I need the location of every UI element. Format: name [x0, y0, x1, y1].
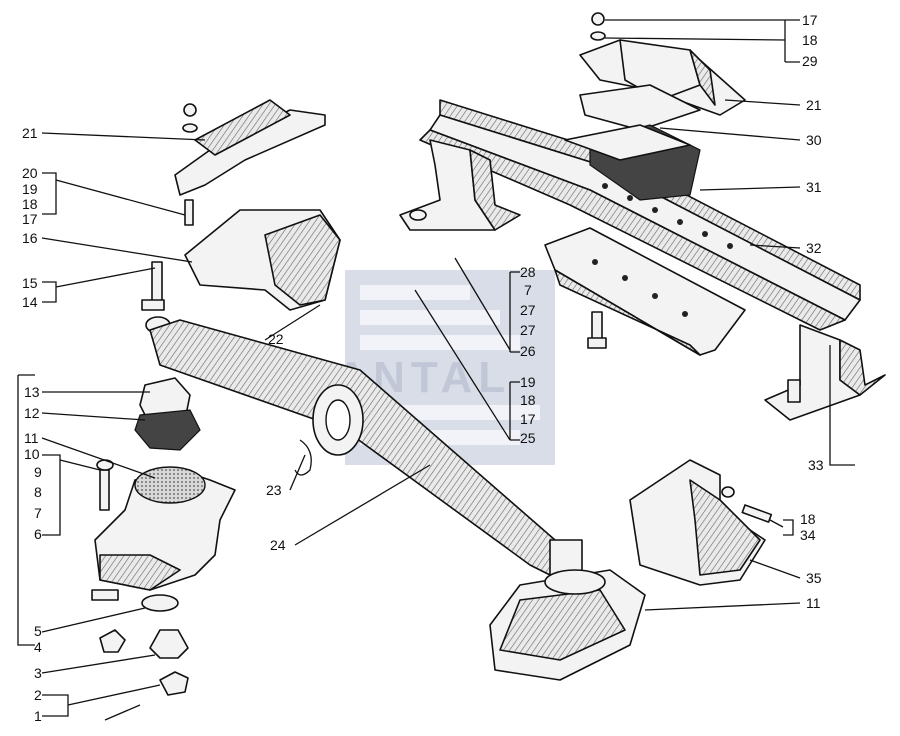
callout-19-left: 19 [22, 181, 38, 197]
callout-35: 35 [806, 570, 822, 586]
callout-17-mid: 17 [520, 411, 536, 427]
callout-17-left: 17 [22, 211, 38, 227]
callout-1: 1 [34, 708, 42, 724]
callout-7-left: 7 [34, 505, 42, 521]
callout-34: 34 [800, 527, 816, 543]
callout-22: 22 [268, 331, 284, 347]
callout-15: 15 [22, 275, 38, 291]
callout-18-right: 18 [802, 32, 818, 48]
callout-31: 31 [806, 179, 822, 195]
callout-32: 32 [806, 240, 822, 256]
callout-18-lower-right: 18 [800, 511, 816, 527]
callout-19-mid: 19 [520, 374, 536, 390]
callout-27-b: 27 [520, 322, 536, 338]
callout-9: 9 [34, 464, 42, 480]
callout-29: 29 [802, 53, 818, 69]
callout-24: 24 [270, 537, 286, 553]
bracket-35 [629, 459, 773, 586]
main-lever [149, 319, 583, 581]
left-mount-stack [91, 377, 236, 721]
callout-23: 23 [266, 482, 282, 498]
cross-member-frame [399, 99, 886, 421]
callout-26: 26 [520, 343, 536, 359]
callout-labels: 21 20 19 18 17 16 15 14 22 13 12 11 10 9… [22, 12, 824, 724]
callout-5: 5 [34, 623, 42, 639]
callout-6: 6 [34, 526, 42, 542]
callout-11-right: 11 [806, 595, 821, 611]
leader-lines [17, 19, 855, 717]
upper-mount-left [141, 99, 341, 334]
callout-18-left: 18 [22, 196, 38, 212]
callout-18-mid: 18 [520, 392, 536, 408]
callout-25: 25 [520, 430, 536, 446]
callout-12: 12 [24, 405, 40, 421]
callout-11-left: 11 [24, 430, 39, 446]
callout-20: 20 [22, 165, 38, 181]
callout-21-left: 21 [22, 125, 38, 141]
callout-21-right: 21 [806, 97, 822, 113]
support-plate [544, 227, 746, 356]
callout-13: 13 [24, 384, 40, 400]
callout-27-a: 27 [520, 302, 536, 318]
callout-7-mid: 7 [524, 282, 532, 298]
callout-3: 3 [34, 665, 42, 681]
lower-support-right [489, 569, 646, 681]
callout-30: 30 [806, 132, 822, 148]
callout-14: 14 [22, 294, 38, 310]
callout-8: 8 [34, 484, 42, 500]
callout-17-right: 17 [802, 12, 818, 28]
callout-4: 4 [34, 639, 42, 655]
callout-16: 16 [22, 230, 38, 246]
upper-mount-right [564, 12, 746, 201]
callout-2: 2 [34, 687, 42, 703]
callout-33: 33 [808, 457, 824, 473]
callout-28: 28 [520, 264, 536, 280]
callout-10: 10 [24, 446, 40, 462]
